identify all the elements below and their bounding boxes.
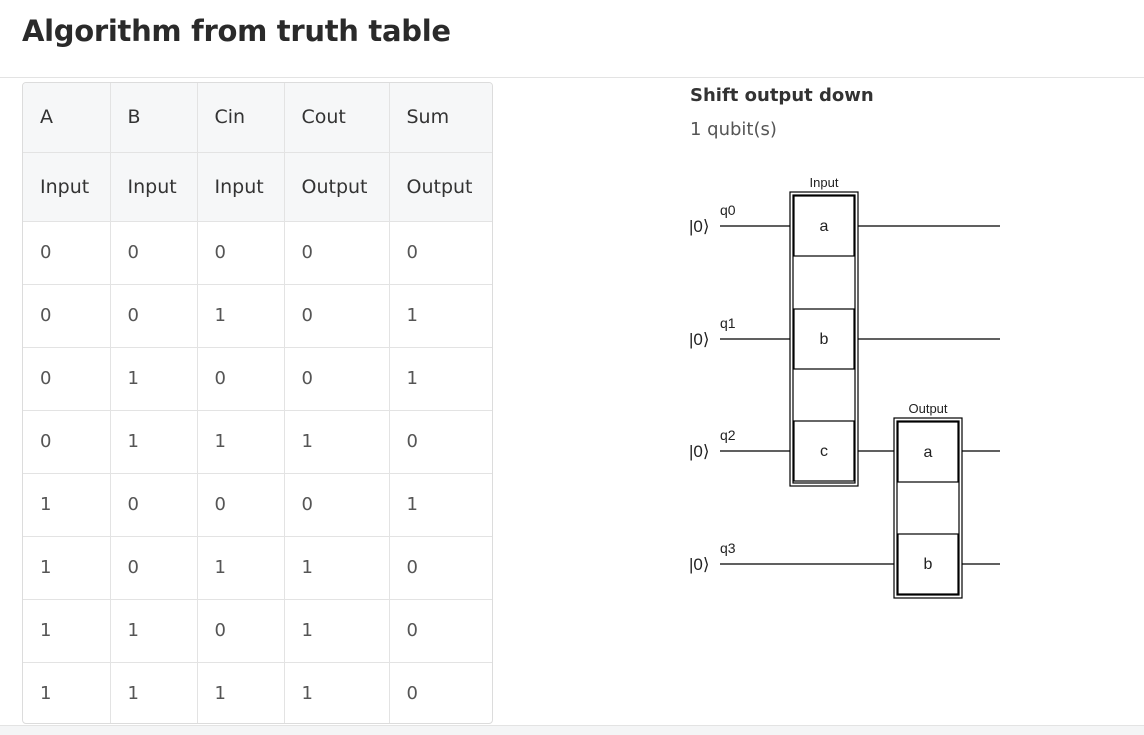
table-cell: 0 [284, 221, 390, 285]
column-header-name: A [23, 83, 111, 153]
gate-box [793, 195, 855, 257]
table-cell: 0 [110, 221, 198, 285]
table-row: 1 0 1 1 0 [23, 536, 492, 600]
gate-box [897, 533, 959, 595]
gate-box [793, 420, 855, 482]
table-cell: 1 [110, 410, 198, 474]
ket-label: |0⟩ [689, 442, 710, 461]
table-cell: 0 [197, 221, 285, 285]
column-header-name: Cin [197, 83, 285, 153]
truth-table-container: A B Cin Cout Sum Input Input Input Outpu… [22, 82, 493, 724]
table-cell: 1 [197, 662, 285, 723]
ket-label: |0⟩ [689, 330, 710, 349]
table-cell: 1 [110, 347, 198, 411]
qubit-label-q2: q2 [720, 427, 736, 443]
table-cell: 1 [389, 347, 492, 411]
table-cell: 0 [197, 599, 285, 663]
table-row: 1 1 1 1 0 [23, 662, 492, 723]
table-cell: 0 [23, 347, 111, 411]
output-group-box [893, 417, 963, 599]
bottom-bar [0, 725, 1144, 735]
table-cell: 1 [110, 599, 198, 663]
qubit-label-q0: q0 [720, 202, 736, 218]
gate-label: a [924, 444, 933, 461]
table-cell: 1 [389, 473, 492, 537]
ket-label: |0⟩ [689, 217, 710, 236]
table-cell: 0 [23, 410, 111, 474]
truth-table-body: 0 0 0 0 0 0 0 1 0 1 0 1 0 0 1 0 [23, 221, 492, 723]
truth-table: A B Cin Cout Sum Input Input Input Outpu… [23, 83, 492, 723]
table-row: 0 0 1 0 1 [23, 284, 492, 348]
table-cell: 0 [389, 536, 492, 600]
table-cell: 1 [284, 536, 390, 600]
table-cell: 1 [23, 473, 111, 537]
header-row-names: A B Cin Cout Sum [23, 83, 492, 153]
table-cell: 1 [23, 599, 111, 663]
table-cell: 0 [389, 221, 492, 285]
table-cell: 0 [23, 221, 111, 285]
column-header-role: Output [389, 152, 492, 222]
input-group-label: Input [810, 175, 839, 190]
circuit-diagram: |0⟩ |0⟩ |0⟩ |0⟩ q0 q1 q2 q3 Input Output… [689, 175, 1000, 599]
header-row-roles: Input Input Input Output Output [23, 152, 492, 222]
table-cell: 0 [284, 284, 390, 348]
circuit-subtitle: 1 qubit(s) [690, 119, 777, 140]
gate-box [897, 421, 959, 483]
table-cell: 1 [197, 536, 285, 600]
table-cell: 0 [110, 473, 198, 537]
qubit-label-q1: q1 [720, 315, 736, 331]
table-row: 0 0 0 0 0 [23, 221, 492, 285]
table-cell: 0 [406, 683, 418, 705]
gate-label: b [820, 331, 829, 348]
column-header-name: B [110, 83, 198, 153]
table-cell: 1 [23, 662, 111, 723]
table-cell: 1 [284, 662, 390, 723]
column-header-role: Output [284, 152, 390, 222]
table-cell: 0 [197, 347, 285, 411]
table-cell: 1 [110, 662, 198, 723]
table-cell: 1 [284, 410, 390, 474]
column-header-name: Cout [284, 83, 390, 153]
table-row: 0 1 0 0 1 [23, 347, 492, 411]
qubit-label-q3: q3 [720, 540, 736, 556]
table-cell: 0 [110, 284, 198, 348]
table-cell: 1 [197, 410, 285, 474]
column-header-role: Input [197, 152, 285, 222]
circuit-title: Shift output down [690, 85, 874, 106]
page-header: Algorithm from truth table [0, 0, 1144, 78]
table-row: 1 0 0 0 1 [23, 473, 492, 537]
table-cell: 0 [284, 473, 390, 537]
output-group-label: Output [908, 401, 947, 416]
table-cell: 0 [389, 599, 492, 663]
table-cell: 0 [23, 284, 111, 348]
gate-label: b [924, 556, 933, 573]
table-cell: 1 [23, 536, 111, 600]
ket-label: |0⟩ [689, 555, 710, 574]
gate-label: c [820, 443, 828, 460]
table-row: 0 1 1 1 0 [23, 410, 492, 474]
gate-label: a [820, 218, 829, 235]
column-header-role: Input [23, 152, 111, 222]
table-cell: 0 [197, 473, 285, 537]
table-cell: 1 [284, 599, 390, 663]
table-cell: 0 [284, 347, 390, 411]
table-row: 1 1 0 1 0 [23, 599, 492, 663]
column-header-role: Input [110, 152, 198, 222]
page-title: Algorithm from truth table [22, 14, 451, 48]
input-group-box [789, 191, 859, 487]
table-cell: 1 [197, 284, 285, 348]
gate-box [793, 308, 855, 370]
table-cell: 0 [389, 410, 492, 474]
column-header-name: Sum [389, 83, 492, 153]
table-cell: 0 [110, 536, 198, 600]
table-cell: 1 [389, 284, 492, 348]
